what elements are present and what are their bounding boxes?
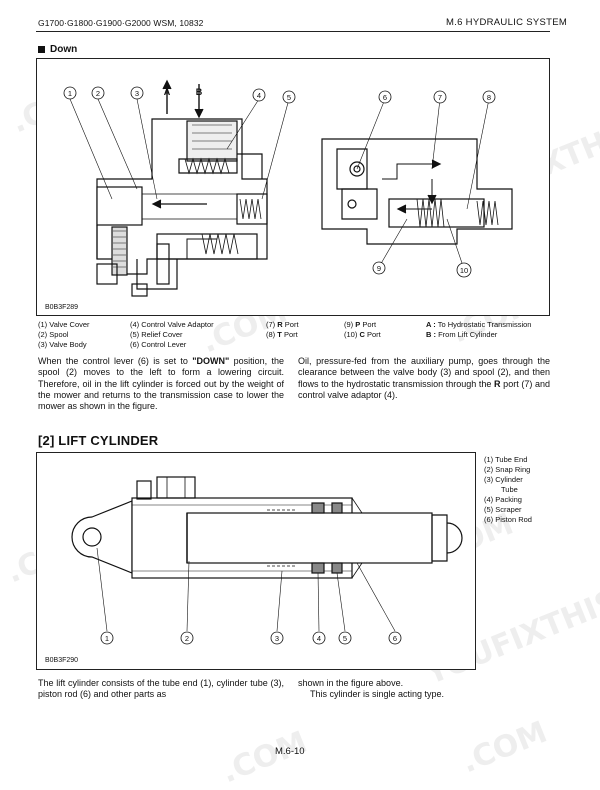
- callout-2: 2: [96, 89, 100, 98]
- callout-5: 5: [287, 93, 291, 102]
- lift-cylinder-diagram: 1 2 3 4 5 6 B0B3F290: [45, 476, 463, 664]
- lift-cylinder-figure: 1 2 3 4 5 6 B0B3F290: [36, 452, 476, 670]
- down-heading: Down: [38, 44, 77, 55]
- cylinder-paragraph-right: shown in the figure above. This cylinder…: [298, 678, 445, 700]
- down-paragraph-right: Oil, pressure-fed from the auxiliary pum…: [298, 356, 550, 400]
- down-heading-text: Down: [50, 44, 78, 55]
- cyl-figure-code: B0B3F290: [45, 657, 78, 664]
- header-models: G1700·G1800·G1900·G2000 WSM, 10832: [38, 18, 204, 28]
- legend-col-5: A : To Hydrostatic Transmission B : From…: [426, 320, 532, 339]
- control-valve-diagram: 1 2 3 4 5 6 7 8 9 10 A B B0B3F289: [45, 79, 513, 311]
- cyl-callout-4: 4: [317, 634, 321, 643]
- figure-code: B0B3F289: [45, 304, 78, 311]
- callout-7: 7: [438, 93, 442, 102]
- down-paragraph-left: When the control lever (6) is set to "DO…: [38, 356, 284, 412]
- cyl-callout-5: 5: [343, 634, 347, 643]
- callout-8: 8: [487, 93, 491, 102]
- callout-1: 1: [68, 89, 72, 98]
- page-number: M.6-10: [275, 746, 305, 757]
- callout-3: 3: [135, 89, 139, 98]
- callout-4: 4: [257, 91, 261, 100]
- cyl-callout-3: 3: [275, 634, 279, 643]
- header-rule: [36, 31, 550, 32]
- callout-9: 9: [377, 264, 381, 273]
- cylinder-paragraph-left: The lift cylinder consists of the tube e…: [38, 678, 284, 700]
- header-section: M.6 HYDRAULIC SYSTEM: [446, 17, 568, 28]
- legend-col-2: (4) Control Valve Adaptor (5) Relief Cov…: [130, 320, 214, 349]
- callout-6: 6: [383, 93, 387, 102]
- watermark: .COM: [216, 724, 313, 790]
- cyl-callout-6: 6: [393, 634, 397, 643]
- flow-label-b: B: [196, 87, 203, 97]
- legend-col-3: (7) R Port (8) T Port: [266, 320, 299, 339]
- callout-10: 10: [460, 266, 468, 275]
- flow-label-a: A: [164, 87, 171, 97]
- cylinder-legend: (1) Tube End (2) Snap Ring (3) Cylinder …: [484, 455, 532, 524]
- legend-col-1: (1) Valve Cover (2) Spool (3) Valve Body: [38, 320, 90, 349]
- square-bullet-icon: [38, 46, 45, 53]
- section-title: [2] LIFT CYLINDER: [38, 433, 159, 448]
- legend-col-4: (9) P Port (10) C Port: [344, 320, 381, 339]
- watermark: .COM: [456, 714, 553, 781]
- cyl-callout-1: 1: [105, 634, 109, 643]
- down-figure: 1 2 3 4 5 6 7 8 9 10 A B B0B3F289: [36, 58, 550, 316]
- cyl-callout-2: 2: [185, 634, 189, 643]
